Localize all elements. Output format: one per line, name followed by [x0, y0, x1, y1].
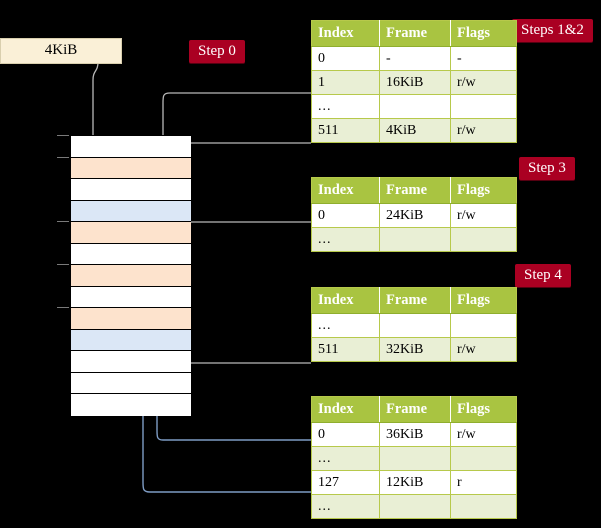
cell-flags: [450, 227, 517, 252]
cell-frame: [379, 446, 451, 471]
table-row: ...: [311, 494, 517, 519]
table-row: 0 24KiB r/w: [311, 203, 517, 228]
memory-frame-6: [71, 265, 191, 287]
step-4-label: Step 4: [524, 267, 562, 283]
table-row: ...: [311, 94, 517, 119]
cell-flags: [450, 94, 517, 119]
step-3-label: Step 3: [528, 160, 566, 176]
memory-frame-3: [71, 200, 191, 223]
column-header-flags: Flags: [450, 177, 517, 204]
step-0-badge: Step 0: [189, 40, 245, 63]
cell-flags: r/w: [450, 422, 517, 447]
column-header-flags: Flags: [450, 20, 517, 47]
step-4-badge: Step 4: [515, 264, 571, 287]
memory-frame-4: [71, 222, 191, 244]
table-row: 127 12KiB r: [311, 470, 517, 495]
column-header-index: Index: [311, 396, 380, 423]
cell-frame: 24KiB: [379, 203, 451, 228]
steps-1-2-label: Steps 1&2: [521, 22, 584, 38]
cell-index: ...: [311, 227, 380, 252]
cell-flags: r: [450, 470, 517, 495]
memory-frame-8: [71, 308, 191, 330]
source-frame-box: 4KiB: [0, 38, 122, 64]
physical-memory-column: [70, 135, 191, 416]
column-header-index: Index: [311, 177, 380, 204]
cell-frame: 12KiB: [379, 470, 451, 495]
cell-frame: [379, 313, 451, 338]
cell-flags: r/w: [450, 70, 517, 95]
table-header-row: Index Frame Flags: [311, 20, 517, 47]
cell-frame: 32KiB: [379, 337, 451, 362]
column-header-flags: Flags: [450, 287, 517, 314]
column-header-frame: Frame: [379, 287, 451, 314]
cell-flags: r/w: [450, 337, 517, 362]
memory-frame-0: [71, 136, 191, 158]
cell-frame: [379, 94, 451, 119]
memory-frame-tick-4: [57, 221, 69, 223]
cell-index: ...: [311, 94, 380, 119]
cell-index: 1: [311, 70, 380, 95]
table-row: 511 4KiB r/w: [311, 118, 517, 143]
table-row: 511 32KiB r/w: [311, 337, 517, 362]
cell-frame: 36KiB: [379, 422, 451, 447]
table-row: 1 16KiB r/w: [311, 70, 517, 95]
table-pml4: Index Frame Flags 0 - - 1 16KiB r/w ...: [311, 20, 517, 143]
memory-frame-11: [71, 372, 191, 395]
column-header-index: Index: [311, 287, 380, 314]
table-row: ...: [311, 313, 517, 338]
cell-index: 127: [311, 470, 380, 495]
memory-frame-tick-0: [57, 135, 69, 136]
table-row: ...: [311, 446, 517, 471]
table-row: ...: [311, 227, 517, 252]
wire-step3-pdp-to-frame: [182, 221, 311, 262]
table-header-row: Index Frame Flags: [311, 287, 517, 314]
cell-index: 0: [311, 203, 380, 228]
cell-index: ...: [311, 446, 380, 471]
memory-frame-2: [71, 179, 191, 201]
cell-frame: 16KiB: [379, 70, 451, 95]
step-3-badge: Step 3: [519, 157, 575, 180]
cell-frame: 4KiB: [379, 118, 451, 143]
table-row: 0 - -: [311, 46, 517, 71]
memory-frame-7: [71, 286, 191, 309]
source-frame-label: 4KiB: [44, 42, 78, 58]
cell-index: ...: [311, 313, 380, 338]
column-header-index: Index: [311, 20, 380, 47]
memory-frame-1: [71, 157, 191, 180]
column-header-frame: Frame: [379, 177, 451, 204]
cell-flags: [450, 494, 517, 519]
memory-frame-10: [71, 351, 191, 373]
cell-index: 0: [311, 46, 380, 71]
cell-flags: r/w: [450, 118, 517, 143]
cell-frame: [379, 227, 451, 252]
step-0-label: Step 0: [198, 43, 236, 59]
column-header-flags: Flags: [450, 396, 517, 423]
cell-index: ...: [311, 494, 380, 519]
memory-frame-tick-1: [57, 156, 69, 158]
table-row: 0 36KiB r/w: [311, 422, 517, 447]
cell-index: 511: [311, 118, 380, 143]
cell-flags: r/w: [450, 203, 517, 228]
cell-flags: [450, 446, 517, 471]
table-header-row: Index Frame Flags: [311, 396, 517, 423]
cell-flags: -: [450, 46, 517, 71]
table-pd: Index Frame Flags ... 511 32KiB r/w: [311, 287, 517, 362]
memory-frame-12: [71, 394, 191, 416]
steps-1-2-badge: Steps 1&2: [512, 19, 593, 42]
table-header-row: Index Frame Flags: [311, 177, 517, 204]
memory-frame-9: [71, 329, 191, 352]
memory-frame-tick-6: [57, 264, 69, 266]
memory-frame-5: [71, 243, 191, 266]
cell-frame: [379, 494, 451, 519]
memory-frame-tick-8: [57, 307, 69, 309]
cell-index: 511: [311, 337, 380, 362]
cell-frame: -: [379, 46, 451, 71]
column-header-frame: Frame: [379, 396, 451, 423]
cell-index: 0: [311, 422, 380, 447]
column-header-frame: Frame: [379, 20, 451, 47]
table-pdp: Index Frame Flags 0 24KiB r/w ...: [311, 177, 517, 252]
cell-flags: [450, 313, 517, 338]
wire-steps12-pml4-511-to-frame: [173, 142, 311, 159]
table-pt: Index Frame Flags 0 36KiB r/w ... 127 12…: [311, 396, 517, 519]
